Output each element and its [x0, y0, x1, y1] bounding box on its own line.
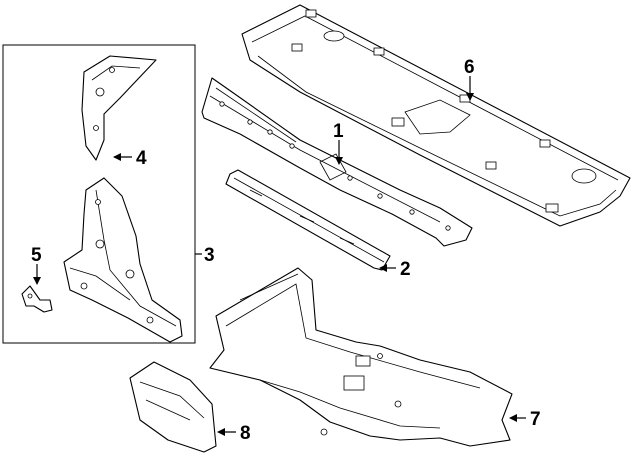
- callout-2: 2: [400, 259, 411, 280]
- callout-6: 6: [464, 57, 475, 78]
- assembly-group-frame: [2, 44, 196, 344]
- callout-3: 3: [204, 245, 215, 266]
- callout-4: 4: [136, 148, 147, 169]
- part-8-splash-shield: [129, 361, 217, 453]
- part-6-radiator-cover: [241, 4, 631, 227]
- callout-8: 8: [240, 423, 251, 444]
- callout-5: 5: [31, 245, 42, 266]
- part-4-bracket: [81, 55, 157, 161]
- callout-7: 7: [530, 409, 541, 430]
- part-3-side-member: [63, 177, 183, 343]
- part-2-tie-bar: [225, 169, 391, 271]
- callout-1: 1: [333, 121, 344, 142]
- part-5-clip: [21, 285, 53, 313]
- part-7-undercover: [209, 267, 513, 447]
